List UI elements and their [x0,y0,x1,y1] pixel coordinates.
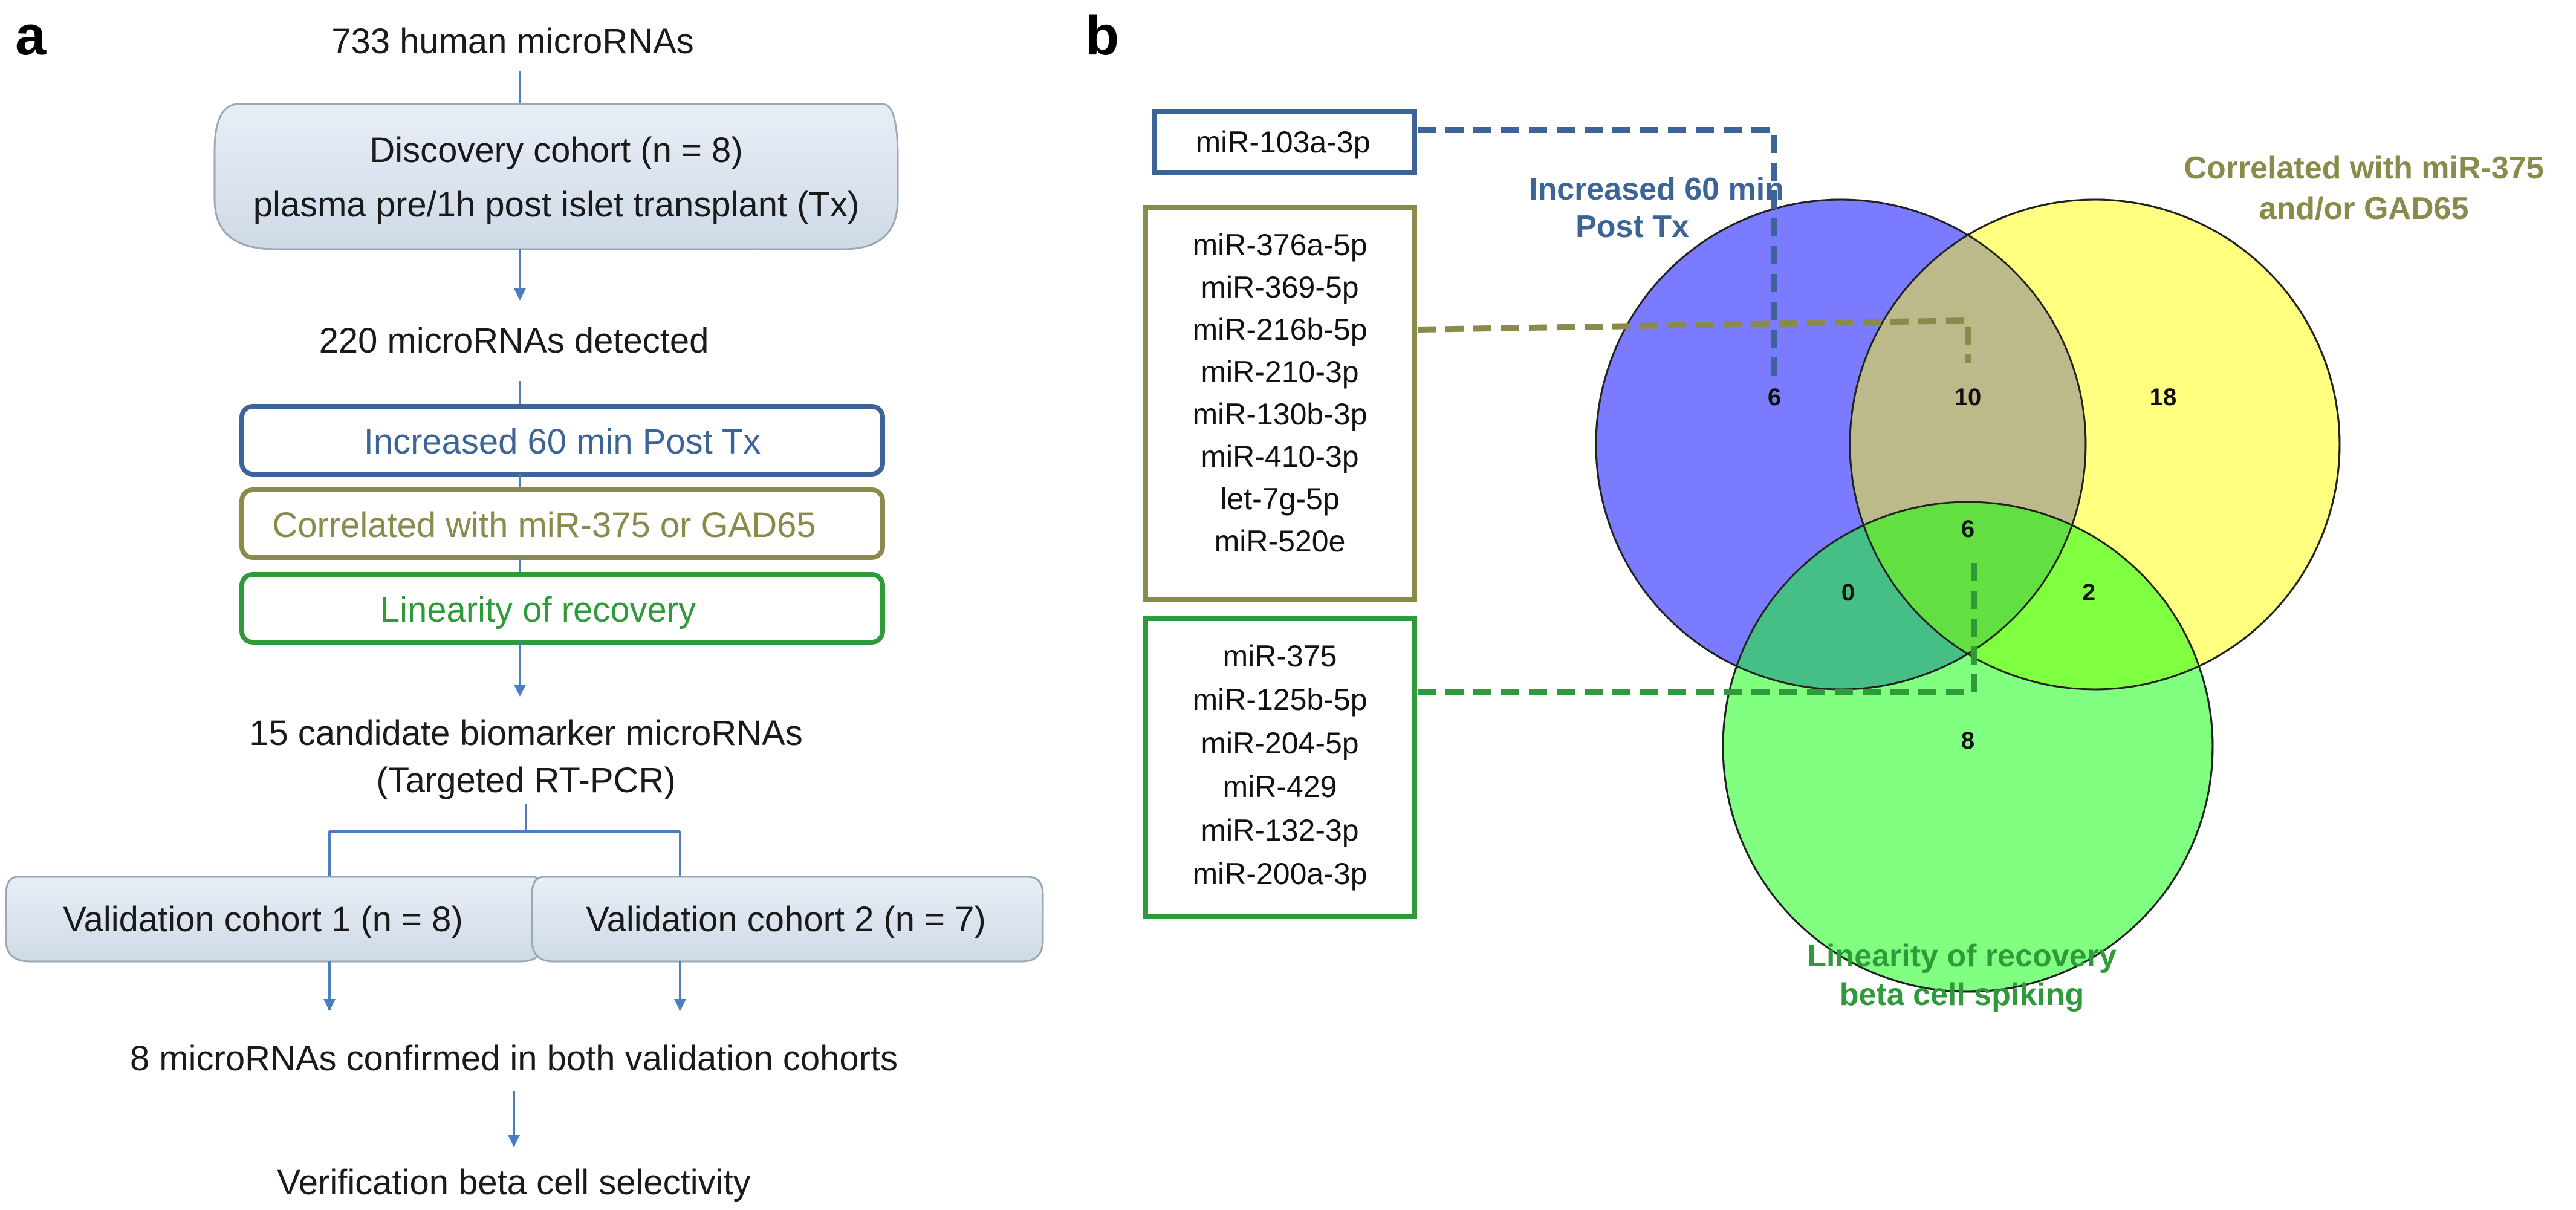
filter-linearity-label: Linearity of recovery [380,590,696,629]
dashed-connector-linearity [1418,562,1977,695]
mirna-item: miR-410-3p [1201,440,1358,473]
venn-diagram: 6 10 18 6 0 2 8 [1595,198,2341,993]
validation-cohort-2-node: Validation cohort 2 (n = 7) [531,876,1044,963]
mirna-box-correlated: miR-376a-5p miR-369-5p miR-216b-5p miR-210-… [1143,205,1417,602]
mirna-item: miR-200a-3p [1192,857,1367,891]
mirna-item: miR-132-3p [1201,813,1358,847]
venn-count-increased-only: 6 [1768,384,1781,411]
panel-b-label: b [1085,5,1119,67]
venn-label-linearity-line1: Linearity of recovery [1807,938,2117,974]
mirna-item: miR-130b-3p [1192,397,1367,431]
venn-count-correlated-linearity: 2 [2082,579,2095,606]
validation-cohort-1-label: Validation cohort 1 (n = 8) [63,900,462,939]
mirna-item: miR-210-3p [1201,355,1358,389]
venn-count-linearity-only: 8 [1961,727,1974,754]
venn-count-increased-linearity: 0 [1841,579,1855,606]
validation-cohort-2-label: Validation cohort 2 (n = 7) [586,900,985,939]
filter-correlated-box: Correlated with miR-375 or GAD65 [239,487,885,560]
filter-correlated-label: Correlated with miR-375 or GAD65 [272,506,816,545]
discovery-cohort-node: Discovery cohort (n = 8) plasma pre/1h p… [213,103,899,250]
filter-increased-box: Increased 60 min Post Tx [239,404,885,477]
mirna-item: miR-125b-5p [1192,683,1367,717]
panel-b: b 6 10 18 6 [1085,5,2544,1012]
venn-overlap-yellow-green [1850,502,2213,689]
venn-label-correlated-line2: and/or GAD65 [2259,191,2469,226]
discovery-cohort-subtitle: plasma pre/1h post islet transplant (Tx) [253,185,860,224]
panel-a-label: a [15,5,47,67]
start-node-text: 733 human microRNAs [331,22,694,61]
candidates-line2: (Targeted RT-PCR) [376,761,675,800]
mirna-box-linearity: miR-375 miR-125b-5p miR-204-5p miR-429 miR-1… [1143,616,1417,919]
dashed-connector-correlated [1417,317,1971,363]
filter-increased-label: Increased 60 min Post Tx [364,422,761,461]
candidates-line1: 15 candidate biomarker microRNAs [249,714,802,753]
panel-a: a 733 human microRNAs Discovery cohort (… [5,5,1044,1202]
filter-linearity-box: Linearity of recovery [239,572,885,645]
mirna-item: miR-369-5p [1201,270,1358,304]
discovery-cohort-title: Discovery cohort (n = 8) [369,131,742,170]
mirna-item: miR-375 [1223,639,1337,673]
venn-count-correlated-only: 18 [2150,384,2177,411]
venn-label-linearity-line2: beta cell spiking [1840,977,2084,1012]
venn-count-all-three: 6 [1961,516,1974,542]
detected-text: 220 microRNAs detected [319,321,709,360]
venn-label-correlated-line1: Correlated with miR-375 [2184,151,2543,186]
venn-overlap-blue-green [1723,502,2086,689]
mirna-item: miR-376a-5p [1192,228,1367,262]
mirna-item: miR-520e [1215,524,1346,558]
validation-cohort-1-node: Validation cohort 1 (n = 8) [5,876,545,963]
venn-label-increased-line1: Increased 60 min [1529,172,1784,207]
mirna-item: miR-216b-5p [1192,313,1367,346]
mirna-item: miR-103a-3p [1195,125,1370,159]
verification-text: Verification beta cell selectivity [277,1163,750,1202]
mirna-item: let-7g-5p [1220,482,1339,516]
venn-count-increased-correlated: 10 [1955,384,1982,411]
mirna-box-increased: miR-103a-3p [1152,109,1417,175]
confirmed-text: 8 microRNAs confirmed in both validation… [130,1039,898,1078]
mirna-item: miR-204-5p [1201,726,1358,760]
dashed-connector-increased [1418,127,1777,381]
venn-label-increased-line2: Post Tx [1575,209,1689,244]
mirna-item: miR-429 [1223,770,1337,804]
split-connector [328,804,681,877]
